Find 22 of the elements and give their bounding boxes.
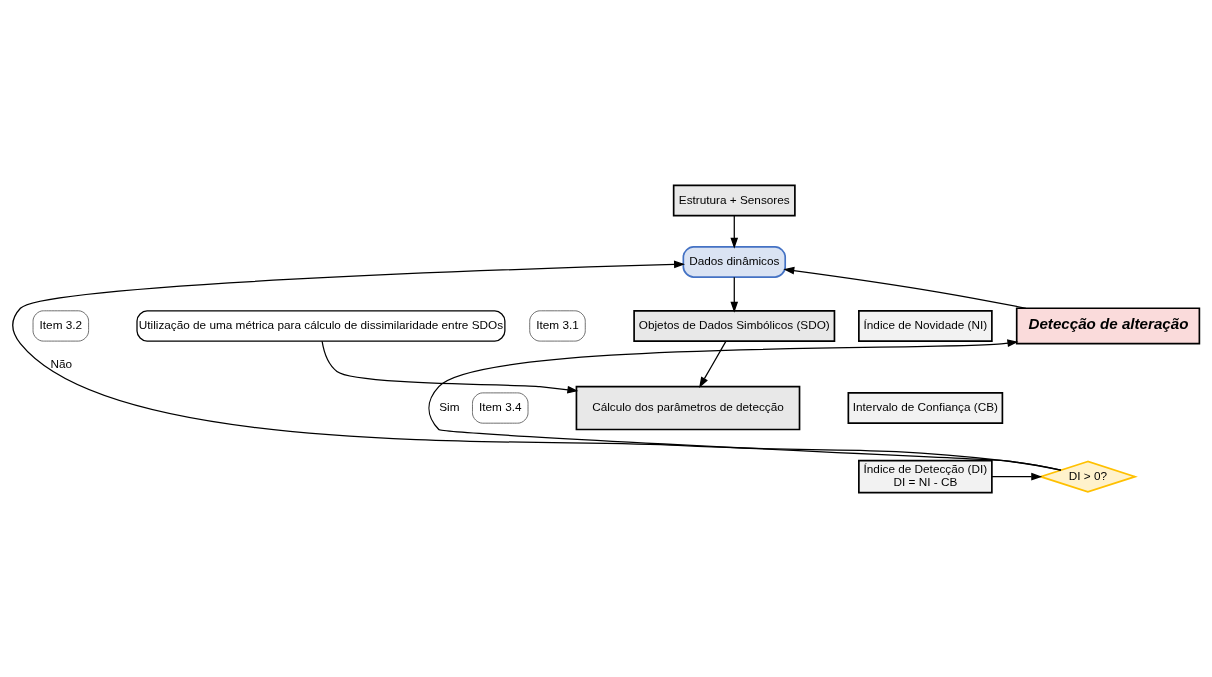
node-box: Cálculo dos parâmetros de detecção [575, 385, 801, 430]
edge-label: Não [50, 356, 73, 370]
label: Item 3.2 [39, 317, 83, 331]
node-box: Índice de Novidade (NI) [858, 309, 993, 342]
edge-label: Sim [439, 399, 460, 413]
node-box: Dados dinâmicos [682, 245, 787, 278]
node-box: Objetos de Dados Simbólicos (SDO) [633, 309, 836, 342]
arrow [730, 276, 739, 313]
label: Item 3.4 [478, 399, 522, 413]
label: Item 3.1 [536, 317, 579, 331]
arrow [991, 472, 1043, 480]
arrow [428, 338, 1062, 471]
node-box: Detecção de alteração [1015, 306, 1201, 344]
node-box: Intervalo de Confiança (CB) [847, 391, 1004, 424]
arrow [321, 340, 579, 394]
arrow [699, 340, 727, 388]
arrow [12, 260, 1062, 471]
node-box: Estrutura + Sensores [672, 184, 796, 216]
arrow [730, 214, 739, 249]
node-box: Utilização de uma métrica para cálculo de dissimilaridade entre SDOs [136, 309, 506, 342]
node-box: Índice de Detecção (DI) DI = NI - CB [858, 459, 993, 493]
arrow [783, 266, 1027, 309]
